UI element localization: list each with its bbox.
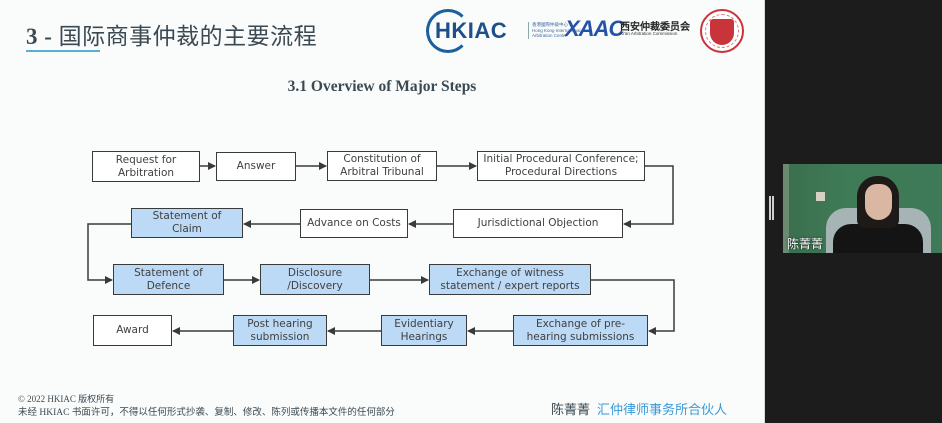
flow-step-label-line: Defence — [146, 279, 191, 292]
flow-step-label-line: submission — [250, 330, 310, 343]
title-underline — [26, 50, 100, 52]
flow-step-label: Initial Procedural Conference;Procedural… — [483, 153, 638, 179]
flow-step-label-line: Post hearing — [247, 317, 313, 330]
flow-diagram-connectors — [87, 162, 675, 335]
flow-step-label-line: Evidentiary — [394, 317, 454, 330]
flow-step-label-line: Request for — [115, 153, 177, 166]
flow-step-label-line: Claim — [172, 223, 202, 235]
flow-step-label-line: /Discovery — [287, 279, 343, 292]
footer-notice: 未经 HKIAC 书面许可，不得以任何形式抄袭、复制、修改、陈列或传播本文件的任… — [18, 408, 395, 418]
xaac-logo-text: XAAC — [565, 16, 624, 41]
flow-step-label-line: Arbitration — [117, 166, 175, 179]
video-person-face — [865, 184, 892, 220]
flow-step-label-line: Exchange of pre- — [535, 317, 626, 330]
xaac-logo-cn: 西安仲裁委员会 — [620, 22, 690, 33]
flow-step-label-line: Statement of — [134, 266, 203, 279]
arrow-claim-defence — [87, 223, 131, 284]
seal-shield — [710, 19, 734, 45]
footer-copyright: © 2022 HKIAC 版权所有 — [18, 394, 115, 404]
grip-line — [769, 196, 771, 220]
flow-step-label: Disclosure/Discovery — [287, 267, 342, 293]
flow-step-label-line: Statement of — [152, 210, 222, 222]
flow-step-label-line: Initial Procedural Conference; — [483, 153, 639, 165]
flow-step-label-line: Answer — [236, 160, 276, 172]
hkiac-logo: HKIAC 香港國際仲裁中心 Hong Kong International A… — [426, 9, 581, 53]
flow-step-label-line: Disclosure — [287, 266, 343, 279]
video-window-light — [783, 164, 789, 253]
flow-step-jurisdictional: Jurisdictional Objection — [453, 209, 623, 238]
slide-title: 3 - 国际商事仲裁的主要流程 — [26, 17, 317, 51]
presentation-slide: 3 - 国际商事仲裁的主要流程 HKIAC 香港國際仲裁中心 Hong Kong… — [0, 0, 764, 423]
hkiac-sub-line: Arbitration Centre — [532, 33, 568, 38]
flow-step-label-line: Advance on Costs — [307, 217, 401, 229]
arrow-initial-jurisdictional — [623, 165, 674, 228]
seal-ring — [705, 14, 739, 48]
flow-step-award: Award — [93, 315, 172, 346]
presenter-name: 陈菁菁 — [551, 402, 591, 417]
hkiac-sub-line: Hong Kong International — [532, 27, 581, 33]
presenter-role: 汇仲律师事务所合伙人 — [597, 402, 728, 417]
flow-step-initial-conference: Initial Procedural Conference;Procedural… — [477, 151, 645, 181]
flow-step-label-line: Exchange of witness — [456, 266, 564, 279]
flow-step-label-line: Procedural Directions — [504, 166, 618, 178]
xaac-logo-en: Xi'an Arbitration Commission — [620, 31, 678, 36]
video-wall-switch — [816, 192, 825, 201]
flow-step-label-line: hearing submissions — [526, 330, 635, 343]
flow-step-label: Exchange of pre-hearing submissions — [527, 318, 635, 344]
panel-divider — [764, 0, 765, 423]
flow-step-label: Answer — [237, 160, 276, 173]
video-person-body — [833, 224, 923, 253]
hkiac-sub-line: 香港國際仲裁中心 — [532, 22, 568, 27]
flow-step-label: Advance on Costs — [307, 217, 401, 230]
hkiac-logo-ring-icon — [426, 9, 470, 53]
flow-step-label-line: Award — [116, 324, 149, 336]
flow-step-label-line: Jurisdictional Objection — [477, 217, 599, 229]
slide-title-number: 3 - — [26, 24, 59, 49]
arrow-witness-prehearing — [591, 279, 675, 335]
flow-step-answer: Answer — [216, 152, 296, 181]
participant-video-tile[interactable]: 陈菁菁 — [783, 164, 942, 253]
flow-step-label-line: Constitution of — [343, 153, 421, 165]
slide-title-text: 国际商事仲裁的主要流程 — [58, 24, 318, 49]
panel-resize-handle[interactable] — [769, 196, 774, 220]
flow-step-label: Award — [116, 324, 149, 337]
flow-step-disclosure: Disclosure/Discovery — [260, 264, 370, 295]
hkiac-logo-text: HKIAC — [435, 18, 508, 43]
flow-step-advance-costs: Advance on Costs — [300, 209, 408, 238]
flow-step-pre-hearing: Exchange of pre-hearing submissions — [513, 315, 648, 346]
hkiac-logo-subtext: 香港國際仲裁中心 Hong Kong International Arbitra… — [528, 22, 581, 39]
participant-name-label: 陈菁菁 — [787, 237, 824, 251]
flow-step-label-line: Arbitral Tribunal — [340, 166, 424, 178]
flow-step-label: Jurisdictional Objection — [478, 217, 599, 230]
university-seal-icon — [700, 9, 744, 53]
flow-step-label-line: Hearings — [400, 330, 448, 343]
flow-step-label-line: statement / expert reports — [440, 279, 580, 292]
slide-subtitle: 3.1 Overview of Major Steps — [287, 78, 477, 95]
grip-line — [772, 196, 774, 220]
